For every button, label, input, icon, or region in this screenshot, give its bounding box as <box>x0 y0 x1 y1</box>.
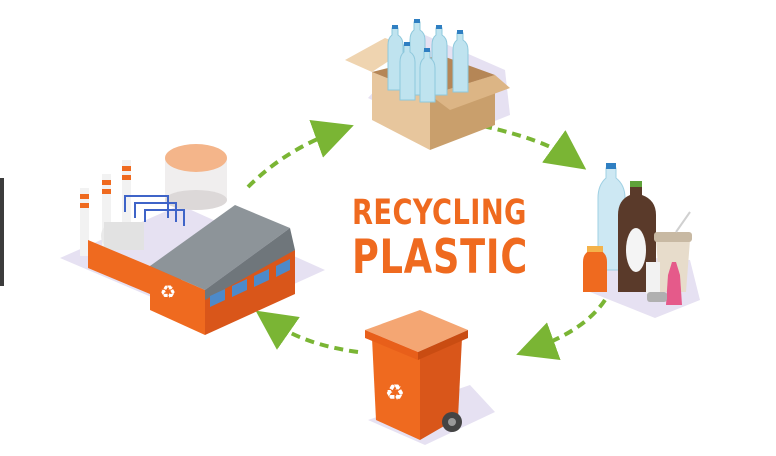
orange-jar <box>583 250 607 292</box>
arrow-bottles-to-bin <box>516 298 607 361</box>
factory-illustration: ♻ <box>60 144 325 335</box>
recycle-icon: ♻ <box>385 381 405 406</box>
plastic-bottles-illustration <box>583 163 700 318</box>
storage-tank <box>165 144 227 210</box>
pink-bottle <box>666 262 682 305</box>
title-line-1: RECYCLING <box>352 193 527 233</box>
windows <box>210 259 290 307</box>
title-line-2: PLASTIC <box>352 230 529 285</box>
left-edge-bar <box>0 178 4 286</box>
chimneys <box>80 160 131 256</box>
factory-recycle-icon: ♻ <box>160 282 176 303</box>
cycle-arrows <box>246 119 607 361</box>
arrow-bin-to-factory <box>255 310 359 354</box>
bottle-caps <box>392 19 463 52</box>
recycling-bin-illustration: ♻ <box>365 310 495 445</box>
box-of-bottles-illustration <box>345 19 510 150</box>
pipes <box>124 195 185 226</box>
arrow-factory-to-box <box>246 119 354 189</box>
bottles-in-box <box>387 21 469 103</box>
arrow-box-to-bottles <box>482 124 587 170</box>
